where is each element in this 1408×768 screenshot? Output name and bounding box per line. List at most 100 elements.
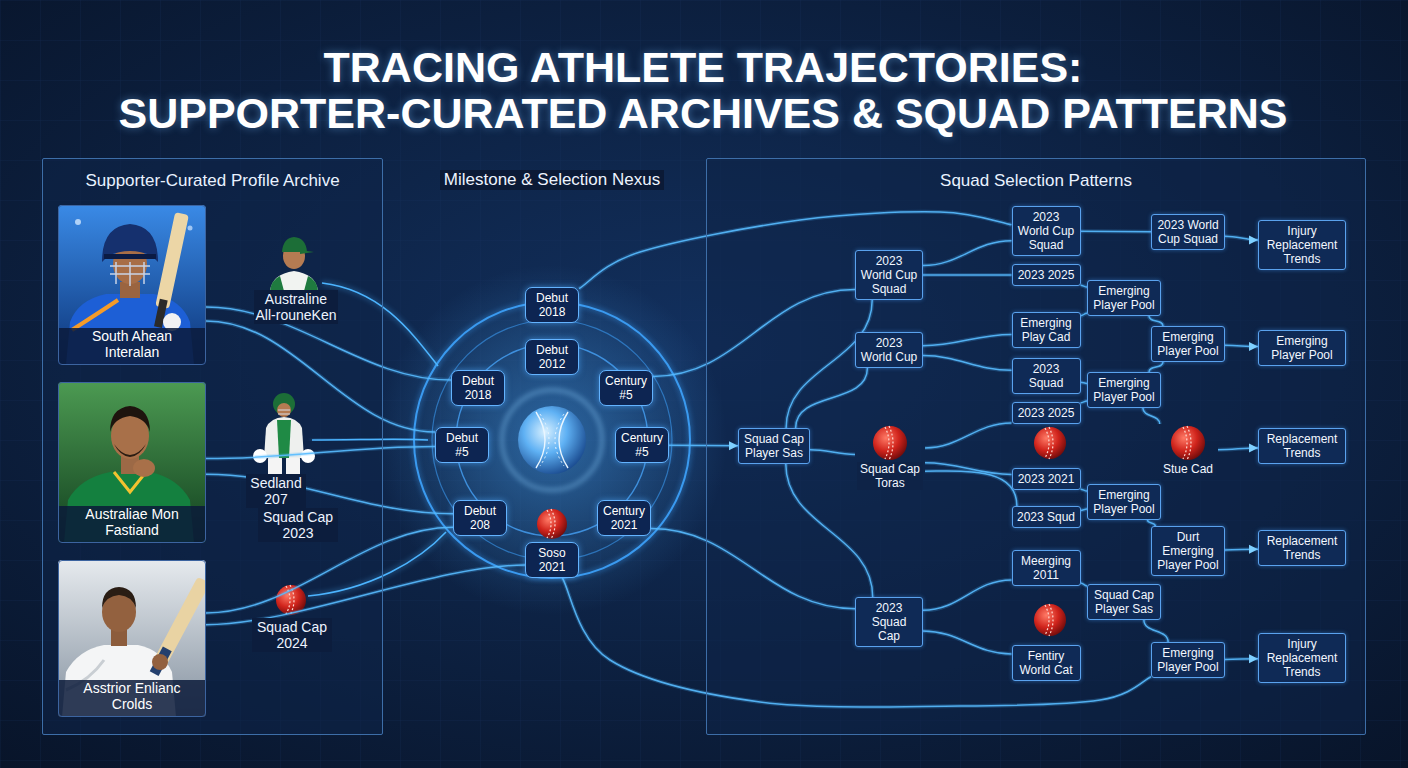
connector — [1218, 443, 1258, 452]
connector-glow — [653, 290, 855, 377]
connector-glow — [1081, 313, 1088, 316]
box-text: Durt Emerging Player Pool — [1156, 530, 1220, 572]
box-text: 2023 Squad Cap — [860, 601, 918, 643]
ball-caption: Stue Cad — [1160, 462, 1216, 476]
arrowhead — [1249, 654, 1258, 663]
milestone-text: Century #5 — [603, 374, 649, 402]
squad-box: Emerging Play Cad — [1012, 312, 1081, 348]
connector-line — [206, 565, 525, 625]
milestone-node: Soso 2021 — [525, 542, 579, 578]
connector — [923, 334, 1012, 345]
portrait — [58, 560, 206, 717]
portrait — [133, 459, 155, 477]
box-text: Emerging Player Pool — [1092, 376, 1156, 404]
portrait — [58, 506, 206, 543]
connector-glow — [206, 446, 435, 458]
cricket-ball — [537, 509, 567, 539]
milestone-node: Debut 208 — [453, 500, 507, 536]
panel-fill — [42, 158, 383, 735]
squad-box: Squad Cap Player Sas — [738, 428, 810, 464]
squad-box: Meerging 2011 — [1012, 550, 1081, 586]
profile-card: Asstrior Enlianc Crolds — [58, 560, 206, 717]
milestone-node: Century #5 — [599, 370, 653, 406]
squad-box: 2023 World Cup Squad — [1012, 206, 1081, 256]
box-text: 2023 World Cup Squad — [1017, 210, 1076, 252]
squad-box: 2023 Squad Cap — [855, 597, 923, 647]
milestone-node: Debut 2012 — [525, 339, 579, 375]
connector-line — [1081, 583, 1088, 586]
portrait — [58, 382, 206, 543]
connector-line — [1081, 230, 1152, 232]
nexus-rings — [432, 320, 672, 560]
player-figure — [264, 417, 304, 458]
player-figure — [282, 237, 307, 252]
milestone-text: Debut 2018 — [529, 291, 575, 319]
connector-line — [206, 446, 435, 458]
connector-glow — [923, 580, 1012, 610]
connector — [1225, 654, 1258, 663]
figure-label: Sedland 207 — [246, 474, 306, 508]
squad-box: Emerging Player Pool — [1258, 330, 1346, 366]
milestone-node: Debut #5 — [435, 427, 489, 463]
connector-line — [1081, 313, 1088, 316]
connector — [1149, 316, 1163, 326]
squad-box: 2023 Squad — [1012, 358, 1081, 394]
cricket-ball — [1034, 427, 1066, 459]
connector — [1144, 620, 1168, 642]
connector-glow — [1144, 620, 1168, 642]
squad-box: 2023 2021 — [1012, 468, 1081, 490]
box-text: 2023 World Cup Squad — [860, 254, 918, 296]
box-text: Emerging Player Pool — [1092, 284, 1156, 312]
box-text: Injury Replacement Trends — [1263, 224, 1341, 266]
panel-heading: Squad Selection Patterns — [707, 159, 1365, 191]
milestone-node: Debut 2018 — [451, 370, 505, 406]
portrait — [102, 224, 158, 262]
portrait — [152, 654, 168, 670]
connector — [579, 212, 1012, 289]
squad-box: Injury Replacement Trends — [1258, 633, 1346, 683]
connector — [1081, 583, 1088, 586]
portrait — [58, 328, 206, 365]
milestone-node: Debut 2018 — [525, 287, 579, 323]
connector-line — [1149, 362, 1163, 372]
nexus-rings — [414, 302, 690, 578]
milestone-text: Debut 208 — [457, 504, 503, 532]
box-text: 2023 World Cup Squad — [1156, 218, 1220, 246]
squad-box: 2023 World Cup Squad — [855, 250, 923, 300]
glow-line — [312, 438, 428, 440]
cricket-ball — [1034, 427, 1066, 459]
profile-card: Australiae Mon Fastiand — [58, 382, 206, 543]
cricket-ball — [1171, 426, 1205, 460]
connector-glow — [1149, 316, 1163, 326]
connector-line — [923, 631, 1012, 654]
arrowhead — [1249, 443, 1258, 452]
panel-frame: Supporter-Curated Profile ArchiveSouth A… — [42, 158, 383, 735]
nexus-rings — [536, 412, 545, 468]
connector-line — [810, 450, 855, 455]
connector-glow — [925, 423, 1012, 448]
box-text: Emerging Player Pool — [1156, 330, 1220, 358]
nexus-rings — [377, 265, 727, 615]
connector-line — [562, 578, 1151, 707]
milestone-text: Century 2021 — [601, 504, 647, 532]
connector-glow — [562, 578, 1151, 707]
squad-box: Durt Emerging Player Pool — [1151, 526, 1225, 576]
connector-line — [669, 444, 738, 446]
box-text: Squad Cap Player Sas — [1092, 588, 1156, 616]
box-text: Emerging Player Pool — [1092, 488, 1156, 516]
nexus-rings — [377, 265, 727, 615]
connector-glow — [1081, 583, 1088, 586]
player-figure — [270, 237, 318, 291]
connector-glow — [923, 631, 1012, 654]
connector-line — [923, 580, 1012, 610]
connector — [923, 631, 1012, 654]
arrowhead — [1249, 545, 1258, 554]
cricket-ball — [1045, 605, 1049, 635]
connector-glow — [669, 443, 738, 448]
connector — [651, 529, 855, 609]
cricket-ball — [873, 426, 907, 460]
connector-line — [1144, 620, 1168, 642]
connector — [1081, 313, 1088, 316]
